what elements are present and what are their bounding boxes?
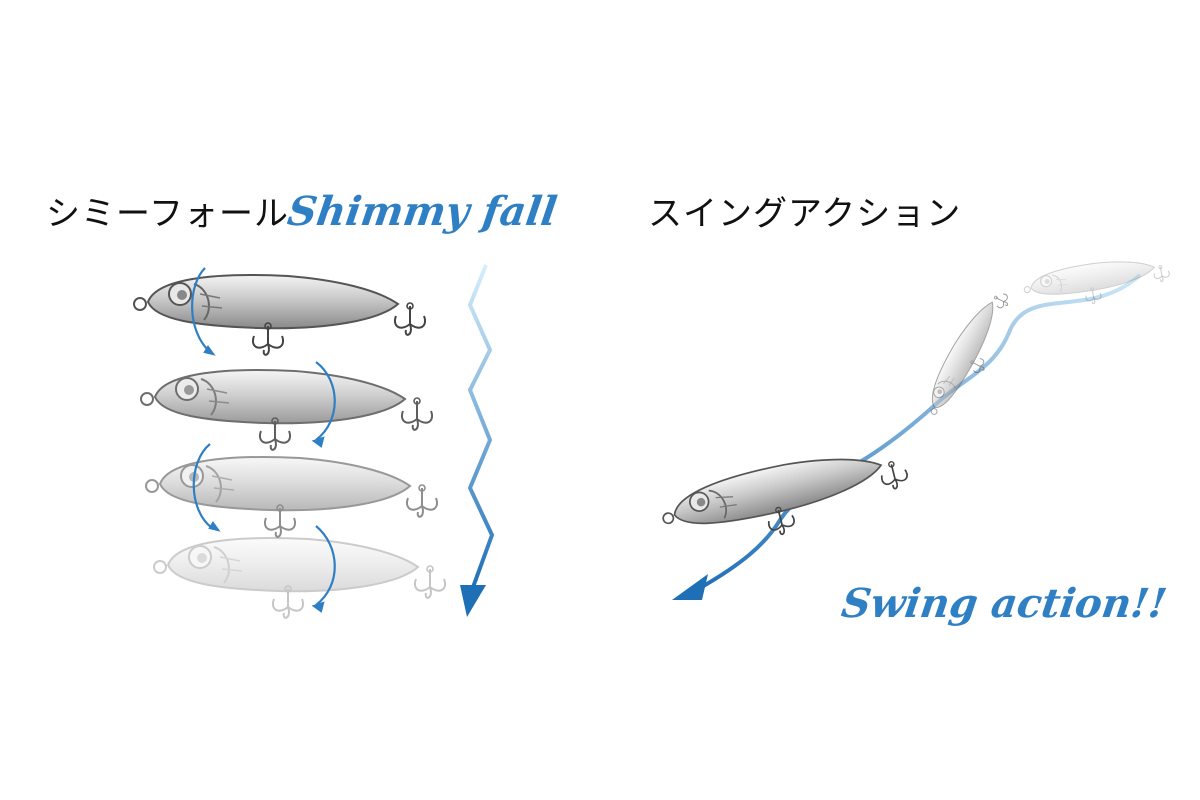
- shimmy-lure-3: [146, 457, 437, 537]
- shimmy-lure-1: [134, 275, 425, 355]
- shimmy-lure-2: [141, 370, 432, 450]
- swing-motion-line: [672, 273, 1142, 600]
- roll-arrows: [191, 267, 336, 613]
- shimmy-lure-4: [154, 538, 445, 618]
- swing-action-title-jp: スイングアクション: [648, 194, 962, 234]
- swing-lure-2: [920, 284, 1019, 425]
- shimmy-fall-arrow: [460, 264, 495, 617]
- shimmy-fall-title-jp: シミーフォール: [46, 194, 289, 234]
